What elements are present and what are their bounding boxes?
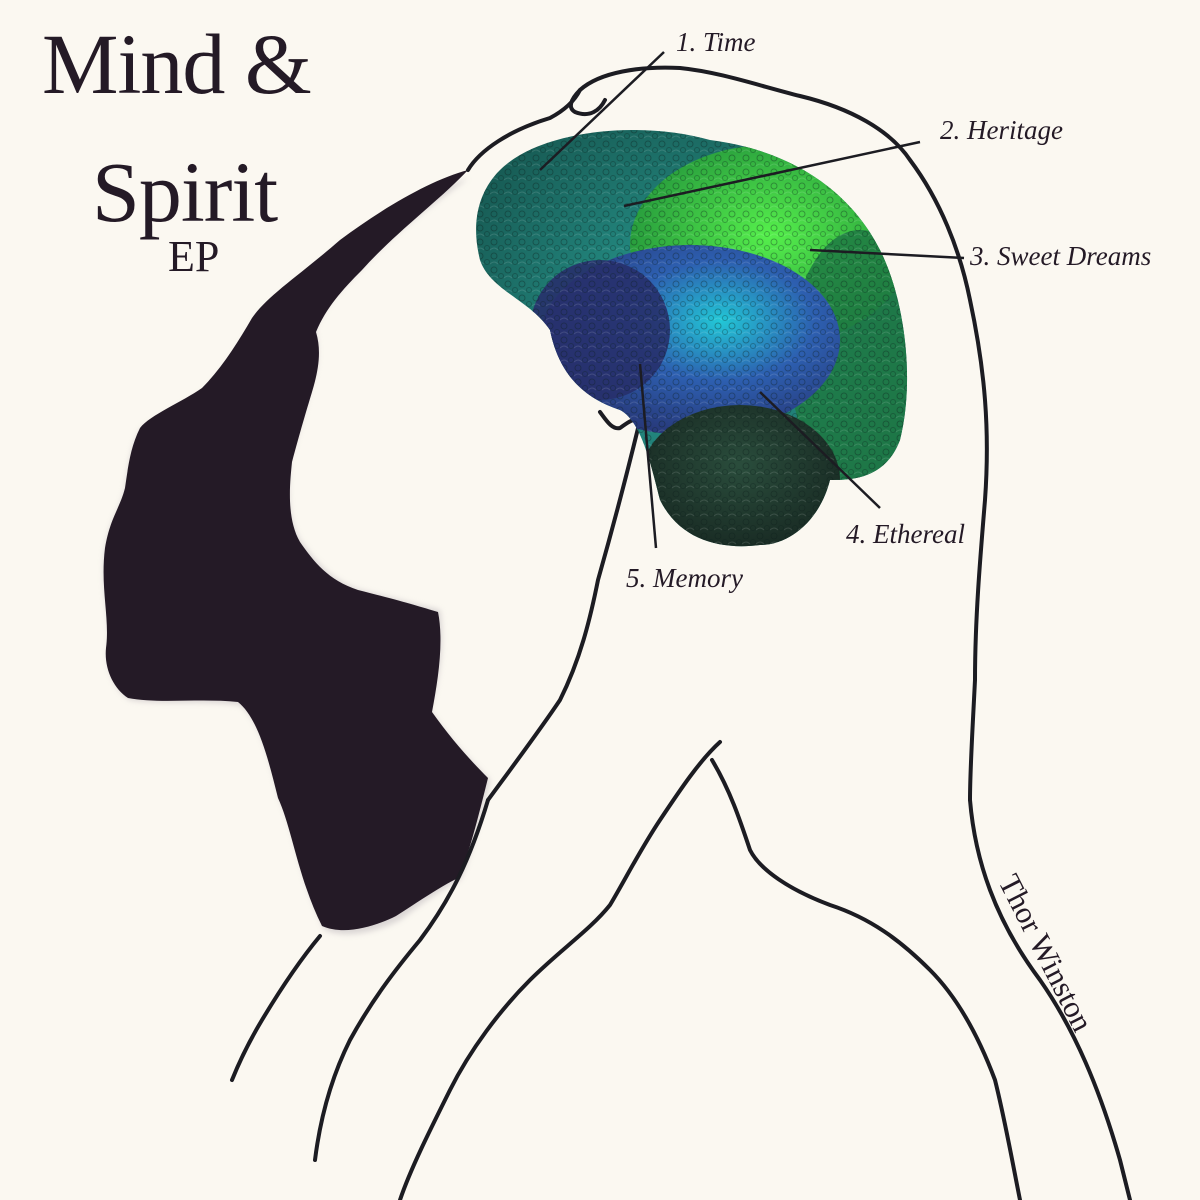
leader-line-time	[539, 51, 665, 171]
leader-line-memory	[638, 363, 658, 549]
track-leader-lines	[539, 51, 965, 549]
face-silhouette	[103, 170, 489, 931]
album-title-line-1: Mind &	[42, 16, 312, 112]
leader-line-ethereal	[759, 391, 881, 509]
album-subtitle: EP	[168, 232, 220, 281]
track-label-time: 1. Time	[676, 27, 756, 57]
track-label-memory: 5. Memory	[626, 563, 743, 593]
track-label-sweet-dreams: 3. Sweet Dreams	[970, 241, 1152, 271]
brain-illustration	[476, 130, 908, 547]
body-outline	[230, 65, 1132, 1200]
album-title-line-2: Spirit	[92, 144, 278, 240]
track-label-heritage: 2. Heritage	[940, 115, 1063, 145]
leader-line-heritage	[623, 140, 921, 208]
track-label-ethereal: 4. Ethereal	[846, 519, 965, 549]
leader-line-sweet-dreams	[809, 248, 965, 260]
